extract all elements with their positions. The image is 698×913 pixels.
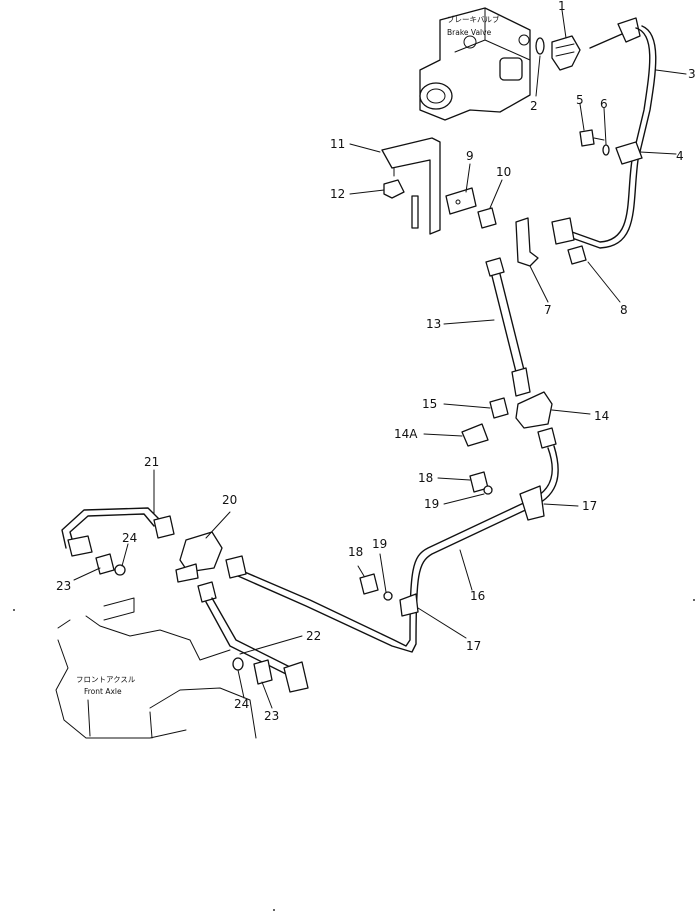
callout-7: 7	[544, 303, 552, 317]
bracket-11	[381, 137, 441, 235]
o-ring-24-left	[114, 564, 126, 576]
callout-19-lower: 19	[372, 537, 387, 551]
callout-23-right: 23	[264, 709, 279, 723]
front-axle	[55, 597, 257, 739]
callout-9: 9	[466, 149, 474, 163]
callout-13: 13	[426, 317, 441, 331]
bolt-18-lower	[359, 573, 379, 595]
brake-valve	[419, 7, 531, 121]
plate-9	[445, 187, 477, 215]
brake-valve-jp-label: ブレーキバルブ	[447, 14, 500, 24]
callout-18-upper: 18	[418, 471, 433, 485]
fitting-23-left	[95, 553, 115, 575]
callout-6: 6	[600, 97, 608, 111]
fitting-23-right	[253, 659, 273, 685]
bolt-10	[477, 207, 497, 229]
callout-12: 12	[330, 187, 345, 201]
washer-19-lower	[383, 591, 393, 601]
pipe-clamp-17-lower	[399, 593, 419, 617]
brake-pipe-22	[197, 581, 309, 693]
callout-18-lower: 18	[348, 545, 363, 559]
callout-2: 2	[530, 99, 538, 113]
brake-pipe-21	[61, 507, 175, 557]
callout-16: 16	[470, 589, 485, 603]
callout-1: 1	[558, 0, 566, 13]
callout-24-left: 24	[122, 531, 137, 545]
bolt-5	[579, 129, 595, 147]
callout-24-right: 24	[234, 697, 249, 711]
bolt-15	[489, 397, 509, 419]
callout-17-lower: 17	[466, 639, 481, 653]
callout-19-upper: 19	[424, 497, 439, 511]
brake-hose-3	[551, 17, 657, 249]
o-ring-2	[535, 37, 545, 55]
hose-clamp-4	[615, 141, 643, 165]
tee-block-14	[515, 391, 553, 429]
brake-valve-label: Brake Valve	[447, 28, 492, 37]
callout-3: 3	[688, 67, 696, 81]
callout-14: 14	[594, 409, 609, 423]
bracket-7	[515, 217, 539, 267]
bolt-8	[567, 245, 587, 265]
pipe-clamp-17-upper	[519, 485, 545, 521]
callout-20: 20	[222, 493, 237, 507]
elbow-fitting-1	[551, 35, 581, 71]
callout-17-upper: 17	[582, 499, 597, 513]
washer-19-upper	[483, 485, 493, 495]
callout-14A: 14A	[394, 427, 418, 441]
callout-21: 21	[144, 455, 159, 469]
front-axle-jp-label: フロントアクスル	[76, 675, 136, 684]
front-axle-label: Front Axle	[84, 687, 122, 696]
callout-11: 11	[330, 137, 345, 151]
bolt-12	[383, 179, 405, 199]
callout-4: 4	[676, 149, 684, 163]
brake-pipe-16	[225, 427, 559, 653]
callout-15: 15	[422, 397, 437, 411]
fitting-14A	[461, 423, 489, 447]
callout-22: 22	[306, 629, 321, 643]
callout-5: 5	[576, 93, 584, 107]
leader-lines	[73, 9, 687, 737]
o-ring-24-right	[232, 657, 244, 671]
tee-block-20	[179, 531, 223, 573]
callout-10: 10	[496, 165, 511, 179]
callout-23-left: 23	[56, 579, 71, 593]
brake-pipe-13	[485, 257, 531, 397]
callout-8: 8	[620, 303, 628, 317]
washer-6	[602, 144, 610, 156]
